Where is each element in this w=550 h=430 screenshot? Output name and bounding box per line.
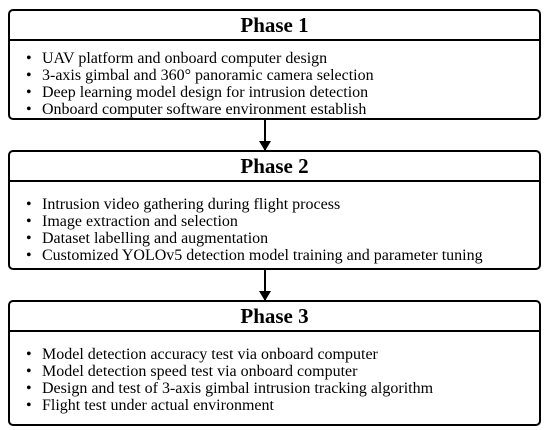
phase-3-item: • Model detection accuracy test via onbo… bbox=[10, 346, 539, 363]
bullet-icon: • bbox=[26, 50, 32, 67]
bullet-icon: • bbox=[26, 397, 32, 414]
phase-3-item: • Design and test of 3-axis gimbal intru… bbox=[10, 380, 539, 397]
down-arrow-icon bbox=[259, 270, 271, 301]
phase-1-list: • UAV platform and onboard computer desi… bbox=[10, 41, 539, 118]
phase-1-item-text: Deep learning model design for intrusion… bbox=[42, 84, 369, 101]
phase-2-list: • Intrusion video gathering during fligh… bbox=[10, 182, 539, 264]
phase-1-title: Phase 1 bbox=[10, 11, 539, 41]
phase-1-box: Phase 1 • UAV platform and onboard compu… bbox=[8, 9, 541, 120]
phase-2-item-text: Intrusion video gathering during flight … bbox=[42, 196, 341, 213]
phase-3-item-text: Flight test under actual environment bbox=[42, 397, 274, 414]
phase-3-item: • Flight test under actual environment bbox=[10, 397, 539, 414]
phase-3-box: Phase 3 • Model detection accuracy test … bbox=[8, 300, 541, 426]
bullet-icon: • bbox=[26, 230, 32, 247]
phase-2-box: Phase 2 • Intrusion video gathering duri… bbox=[8, 150, 541, 270]
phase-3-item-text: Design and test of 3-axis gimbal intrusi… bbox=[42, 380, 434, 397]
bullet-icon: • bbox=[26, 346, 32, 363]
phase-2-item: • Image extraction and selection bbox=[10, 213, 539, 230]
phase-2-item: • Dataset labelling and augmentation bbox=[10, 230, 539, 247]
phase-3-item-text: Model detection accuracy test via onboar… bbox=[42, 346, 378, 363]
bullet-icon: • bbox=[26, 363, 32, 380]
phase-3-item: • Model detection speed test via onboard… bbox=[10, 363, 539, 380]
phase-2-item: • Customized YOLOv5 detection model trai… bbox=[10, 247, 539, 264]
phase-2-item-text: Customized YOLOv5 detection model traini… bbox=[42, 247, 483, 264]
bullet-icon: • bbox=[26, 213, 32, 230]
phase-1-item-text: UAV platform and onboard computer design bbox=[42, 50, 328, 67]
phase-3-list: • Model detection accuracy test via onbo… bbox=[10, 332, 539, 414]
bullet-icon: • bbox=[26, 247, 32, 264]
phase-1-item: • 3-axis gimbal and 360° panoramic camer… bbox=[10, 67, 539, 84]
phase-2-title: Phase 2 bbox=[10, 152, 539, 182]
down-arrow-icon bbox=[259, 120, 271, 151]
bullet-icon: • bbox=[26, 67, 32, 84]
phase-3-title: Phase 3 bbox=[10, 302, 539, 332]
phase-2-item-text: Image extraction and selection bbox=[42, 213, 238, 230]
phase-2-item-text: Dataset labelling and augmentation bbox=[42, 230, 269, 247]
phase-3-item-text: Model detection speed test via onboard c… bbox=[42, 363, 358, 380]
phase-1-item: • UAV platform and onboard computer desi… bbox=[10, 50, 539, 67]
bullet-icon: • bbox=[26, 84, 32, 101]
phase-1-item-text: 3-axis gimbal and 360° panoramic camera … bbox=[42, 67, 374, 84]
phase-1-item: • Onboard computer software environment … bbox=[10, 101, 539, 118]
bullet-icon: • bbox=[26, 380, 32, 397]
phase-2-item: • Intrusion video gathering during fligh… bbox=[10, 196, 539, 213]
bullet-icon: • bbox=[26, 196, 32, 213]
phase-1-item-text: Onboard computer software environment es… bbox=[42, 101, 367, 118]
bullet-icon: • bbox=[26, 101, 32, 118]
phase-1-item: • Deep learning model design for intrusi… bbox=[10, 84, 539, 101]
